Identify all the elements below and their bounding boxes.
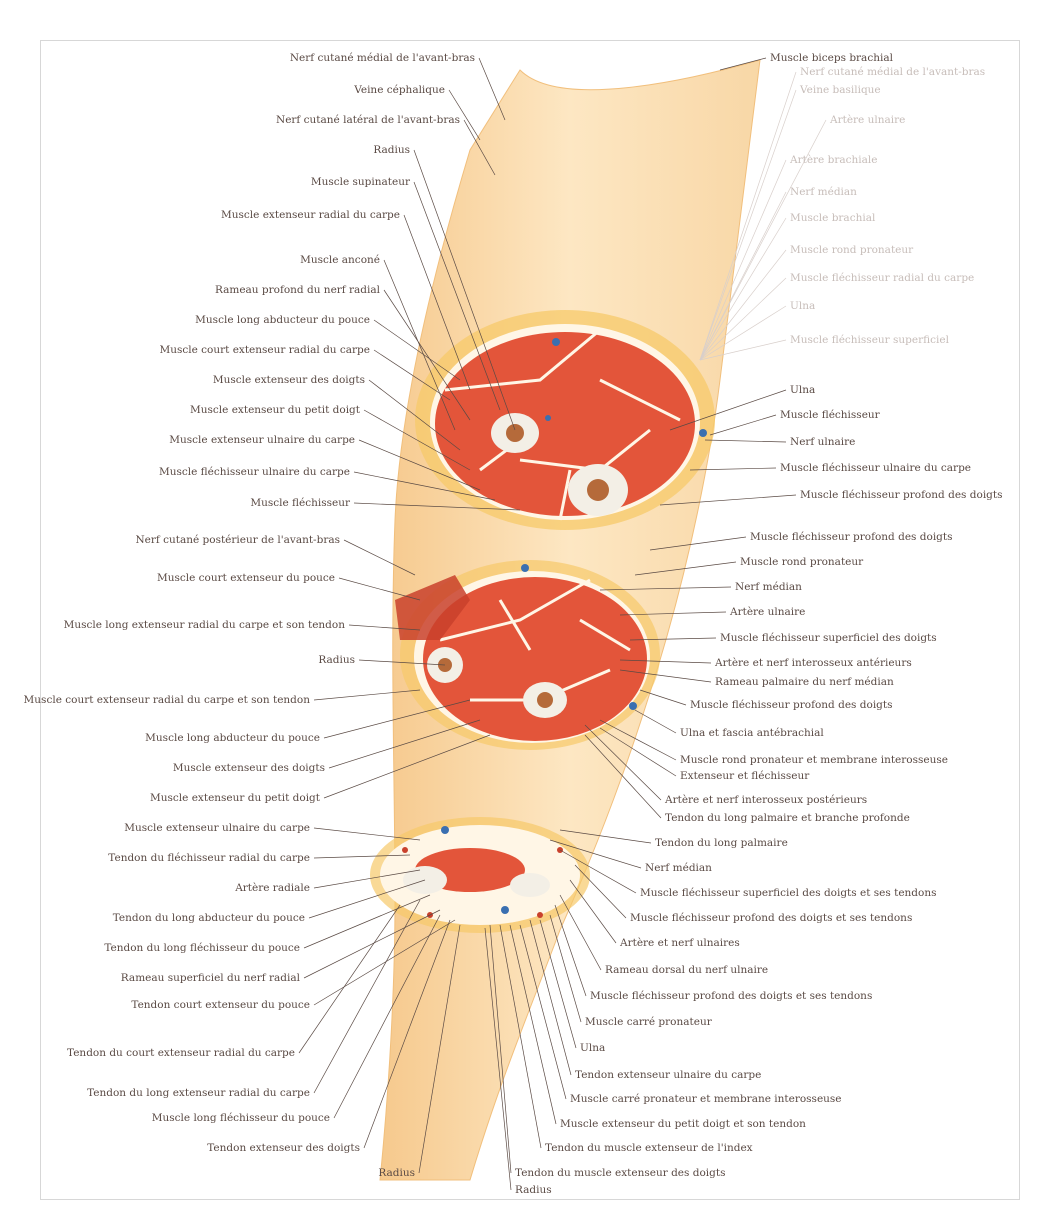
label-r21b: Rameau palmaire du nerf médian <box>715 676 894 688</box>
label-rf1: Nerf cutané médial de l'avant-bras <box>800 66 985 78</box>
label-r29: Muscle fléchisseur profond des doigts et… <box>630 912 912 924</box>
label-r24: Muscle rond pronateur et membrane intero… <box>680 754 948 766</box>
label-l15: Nerf cutané postérieur de l'avant-bras <box>135 534 340 546</box>
label-l9: Muscle court extenseur radial du carpe <box>159 344 370 356</box>
label-rf9: Muscle brachial <box>790 212 875 224</box>
label-l26: Tendon du long abducteur du pouce <box>113 912 305 924</box>
leader-line-l30 <box>299 905 400 1053</box>
label-l28: Rameau superficiel du nerf radial <box>121 972 300 984</box>
label-l11: Muscle extenseur du petit doigt <box>190 404 360 416</box>
label-r27: Nerf médian <box>645 862 712 874</box>
label-l29: Tendon court extenseur du pouce <box>131 999 310 1011</box>
label-l17: Muscle long extenseur radial du carpe et… <box>64 619 345 631</box>
label-rf6: Muscle fléchisseur profond des doigts <box>800 489 1003 501</box>
label-l24: Tendon du fléchisseur radial du carpe <box>108 852 310 864</box>
label-l2: Nerf cutané latéral de l'avant-bras <box>276 114 460 126</box>
leader-line-r31 <box>560 895 601 970</box>
label-l33: Tendon extenseur des doigts <box>207 1142 360 1154</box>
label-r16: Muscle rond pronateur <box>740 556 863 568</box>
label-l31: Tendon du long extenseur radial du carpe <box>87 1087 310 1099</box>
label-r24b: Extenseur et fléchisseur <box>680 770 809 782</box>
label-r31: Rameau dorsal du nerf ulnaire <box>605 964 768 976</box>
label-l22: Muscle extenseur du petit doigt <box>150 792 320 804</box>
label-r21: Artère et nerf interosseux antérieurs <box>715 657 912 669</box>
label-r13: Ulna <box>790 384 815 396</box>
label-l5: Muscle extenseur radial du carpe <box>221 209 400 221</box>
label-l27: Tendon du long fléchisseur du pouce <box>104 942 300 954</box>
label-rf8: Nerf médian <box>790 186 857 198</box>
label-l19: Muscle court extenseur radial du carpe e… <box>24 694 310 706</box>
label-rf12: Ulna <box>790 300 815 312</box>
label-r34: Ulna <box>580 1042 605 1054</box>
label-l10: Muscle extenseur des doigts <box>213 374 365 386</box>
label-rf3: Nerf ulnaire <box>790 436 855 448</box>
label-r25b: Tendon du long palmaire et branche profo… <box>665 812 910 824</box>
label-l1: Veine céphalique <box>354 84 445 96</box>
leader-line-l_top <box>479 58 505 120</box>
label-r33: Muscle carré pronateur <box>585 1016 712 1028</box>
leader-line-r32 <box>555 905 586 996</box>
label-r25: Artère et nerf interosseux postérieurs <box>665 794 867 806</box>
label-r30: Artère et nerf ulnaires <box>620 937 740 949</box>
label-l25: Artère radiale <box>235 882 310 894</box>
label-r40: Radius <box>515 1184 552 1196</box>
leader-line-r30 <box>570 880 616 943</box>
label-l4: Muscle supinateur <box>311 176 410 188</box>
label-l21: Muscle extenseur des doigts <box>173 762 325 774</box>
label-r26: Tendon du long palmaire <box>655 837 788 849</box>
label-r18: Nerf médian <box>735 581 802 593</box>
label-l20: Muscle long abducteur du pouce <box>145 732 320 744</box>
label-l8: Muscle long abducteur du pouce <box>195 314 370 326</box>
label-rf2: Veine basilique <box>800 84 881 96</box>
label-r35: Tendon extenseur ulnaire du carpe <box>575 1069 761 1081</box>
label-l16: Muscle court extenseur du pouce <box>157 572 335 584</box>
section-proximal <box>415 310 715 530</box>
label-l18: Radius <box>318 654 355 666</box>
label-r32: Muscle fléchisseur profond des doigts et… <box>590 990 872 1002</box>
label-l23: Muscle extenseur ulnaire du carpe <box>124 822 310 834</box>
label-l14: Muscle fléchisseur <box>250 497 350 509</box>
leader-line-rf3 <box>705 440 786 442</box>
label-l_top: Nerf cutané médial de l'avant-bras <box>290 52 475 64</box>
leader-line-r14 <box>710 415 776 435</box>
label-r15: Muscle fléchisseur profond des doigts <box>750 531 953 543</box>
section-distal <box>370 817 590 933</box>
label-r36: Muscle carré pronateur et membrane inter… <box>570 1093 842 1105</box>
label-rf11: Muscle fléchisseur radial du carpe <box>790 272 974 284</box>
label-rf4: Artère ulnaire <box>830 114 905 126</box>
label-l13: Muscle fléchisseur ulnaire du carpe <box>159 466 350 478</box>
label-r28: Muscle fléchisseur superficiel des doigt… <box>640 887 937 899</box>
label-rf10: Muscle rond pronateur <box>790 244 913 256</box>
label-rf5: Muscle fléchisseur ulnaire du carpe <box>780 462 971 474</box>
label-rf7: Artère brachiale <box>790 154 877 166</box>
label-r22: Muscle fléchisseur profond des doigts <box>690 699 893 711</box>
label-l30: Tendon du court extenseur radial du carp… <box>67 1047 295 1059</box>
label-r37: Muscle extenseur du petit doigt et son t… <box>560 1118 806 1130</box>
label-r1: Muscle biceps brachial <box>770 52 893 64</box>
label-l6: Muscle anconé <box>300 254 380 266</box>
label-l34: Radius <box>378 1167 415 1179</box>
label-l3: Radius <box>373 144 410 156</box>
leader-line-r34 <box>540 920 576 1048</box>
label-r39: Tendon du muscle extenseur des doigts <box>515 1167 725 1179</box>
label-r23: Ulna et fascia antébrachial <box>680 727 824 739</box>
label-l7: Rameau profond du nerf radial <box>215 284 380 296</box>
label-r20: Muscle fléchisseur superficiel des doigt… <box>720 632 937 644</box>
label-l12: Muscle extenseur ulnaire du carpe <box>169 434 355 446</box>
label-r19: Artère ulnaire <box>730 606 805 618</box>
label-l32: Muscle long fléchisseur du pouce <box>152 1112 330 1124</box>
label-r14: Muscle fléchisseur <box>780 409 880 421</box>
label-r38: Tendon du muscle extenseur de l'index <box>545 1142 753 1154</box>
label-rf13: Muscle fléchisseur superficiel <box>790 334 949 346</box>
